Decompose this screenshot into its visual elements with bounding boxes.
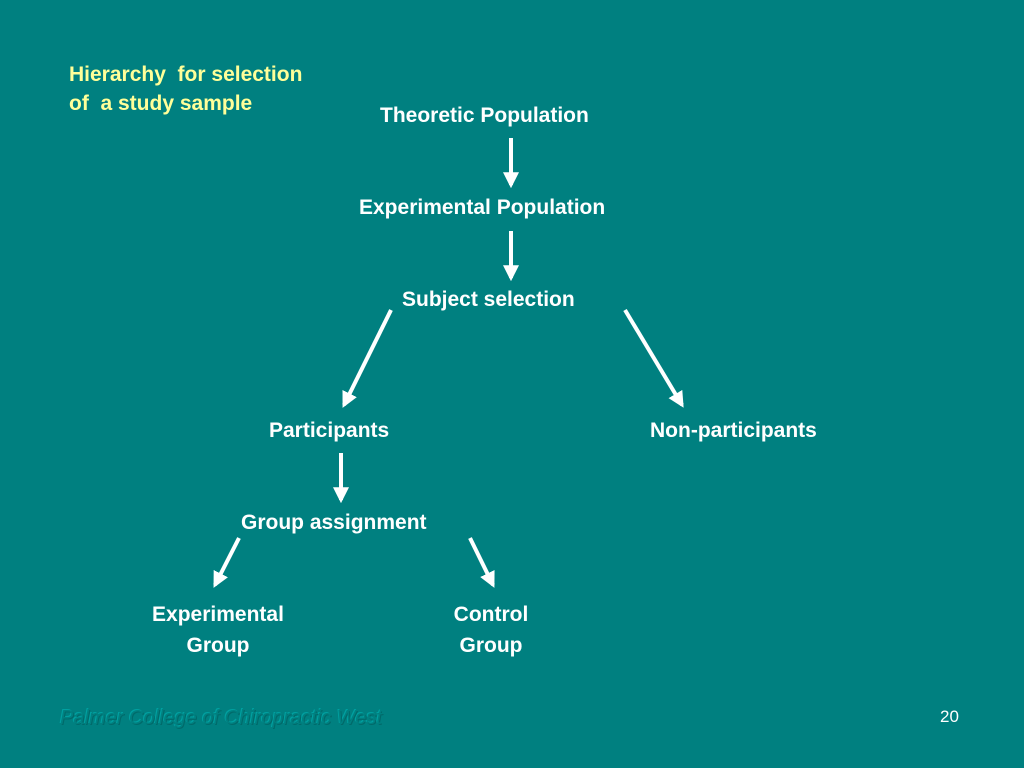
node-non-participants: Non-participants xyxy=(650,419,817,442)
slide-title: Hierarchy for selection of a study sampl… xyxy=(69,60,302,118)
arrow-subject-selection-to-non-participants xyxy=(623,308,684,408)
node-experimental-group: Experimental Group xyxy=(133,599,303,661)
node-subject-selection: Subject selection xyxy=(402,288,575,311)
node-control-group-line-1: Control xyxy=(453,603,529,626)
node-experimental-group-line-2: Group xyxy=(186,634,250,657)
node-theoretic-population: Theoretic Population xyxy=(380,104,589,127)
node-control-group-line-2: Group xyxy=(459,634,523,657)
node-control-group: Control Group xyxy=(431,599,551,661)
slide-title-line-2: of a study sample xyxy=(69,92,253,115)
slide-title-line-1: Hierarchy for selection xyxy=(69,63,303,86)
arrow-group-assignment-to-experimental-group xyxy=(213,537,241,588)
node-experimental-group-line-1: Experimental xyxy=(152,603,284,626)
arrow-group-assignment-to-control-group xyxy=(468,537,495,588)
node-group-assignment: Group assignment xyxy=(241,511,427,534)
node-experimental-population: Experimental Population xyxy=(359,196,606,219)
footer-college-name: Palmer College of Chiropractic West xyxy=(60,707,382,729)
arrow-subject-selection-to-participants xyxy=(342,309,393,408)
page-number: 20 xyxy=(940,707,959,726)
node-participants: Participants xyxy=(269,419,390,442)
